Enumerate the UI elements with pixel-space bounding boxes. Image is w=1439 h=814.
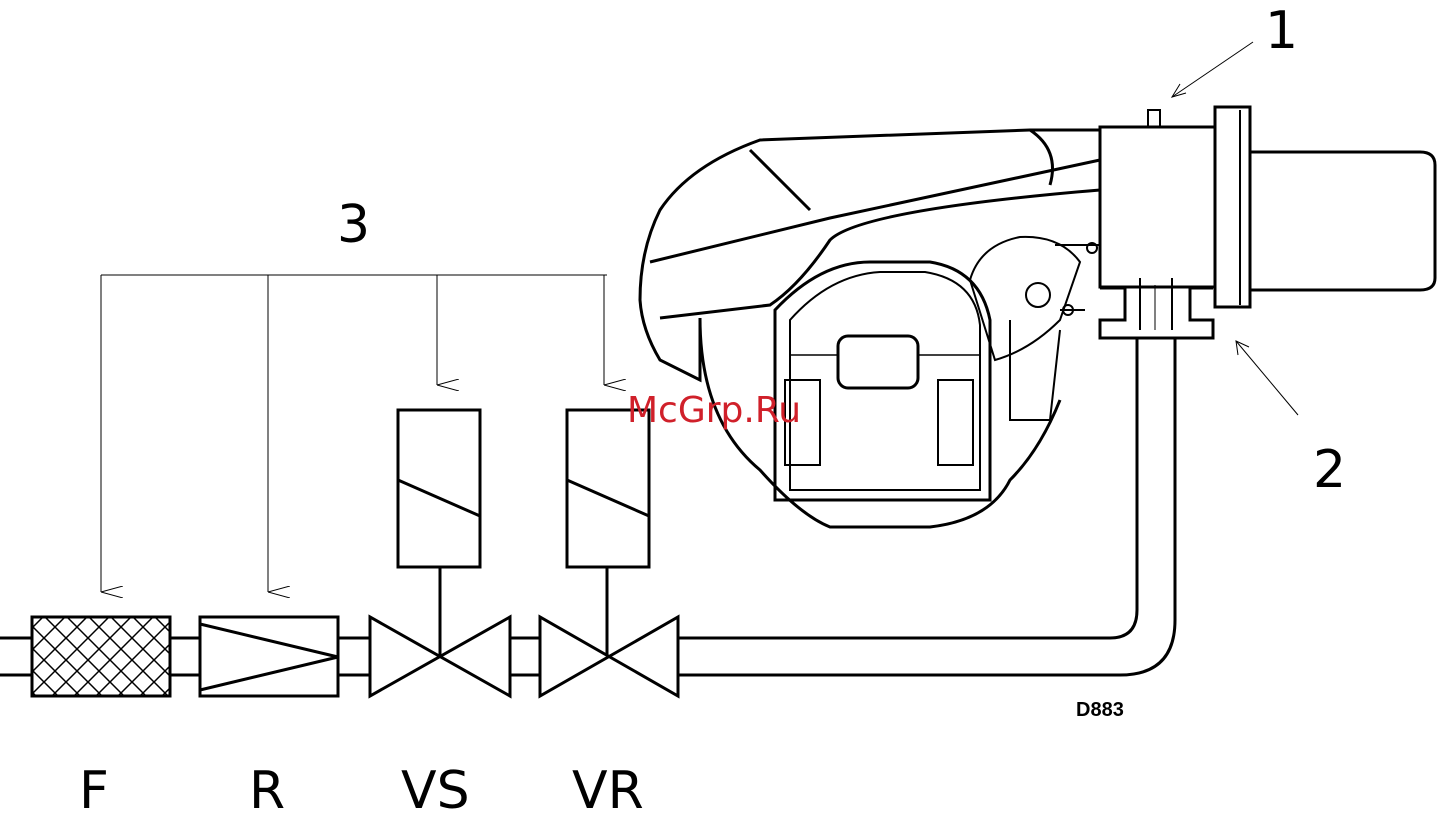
safety-valve-label: VS <box>401 761 470 814</box>
regulating-valve-label: VR <box>572 761 644 814</box>
filter <box>32 617 170 696</box>
callout-2-label: 2 <box>1313 440 1346 500</box>
regulating-valve <box>540 410 678 696</box>
watermark: McGrp.Ru <box>627 390 801 431</box>
drawing-code: D883 <box>1076 699 1124 721</box>
callout-3-label: 3 <box>337 195 370 255</box>
callout-3-bracket <box>101 275 607 592</box>
callout-1-label: 1 <box>1265 1 1298 61</box>
filter-label: F <box>79 761 109 814</box>
pressure-regulator <box>200 617 338 696</box>
callout-leaders <box>1172 42 1298 415</box>
gas-pipe <box>0 338 1175 675</box>
regulator-label: R <box>249 761 285 814</box>
safety-valve <box>370 410 510 696</box>
